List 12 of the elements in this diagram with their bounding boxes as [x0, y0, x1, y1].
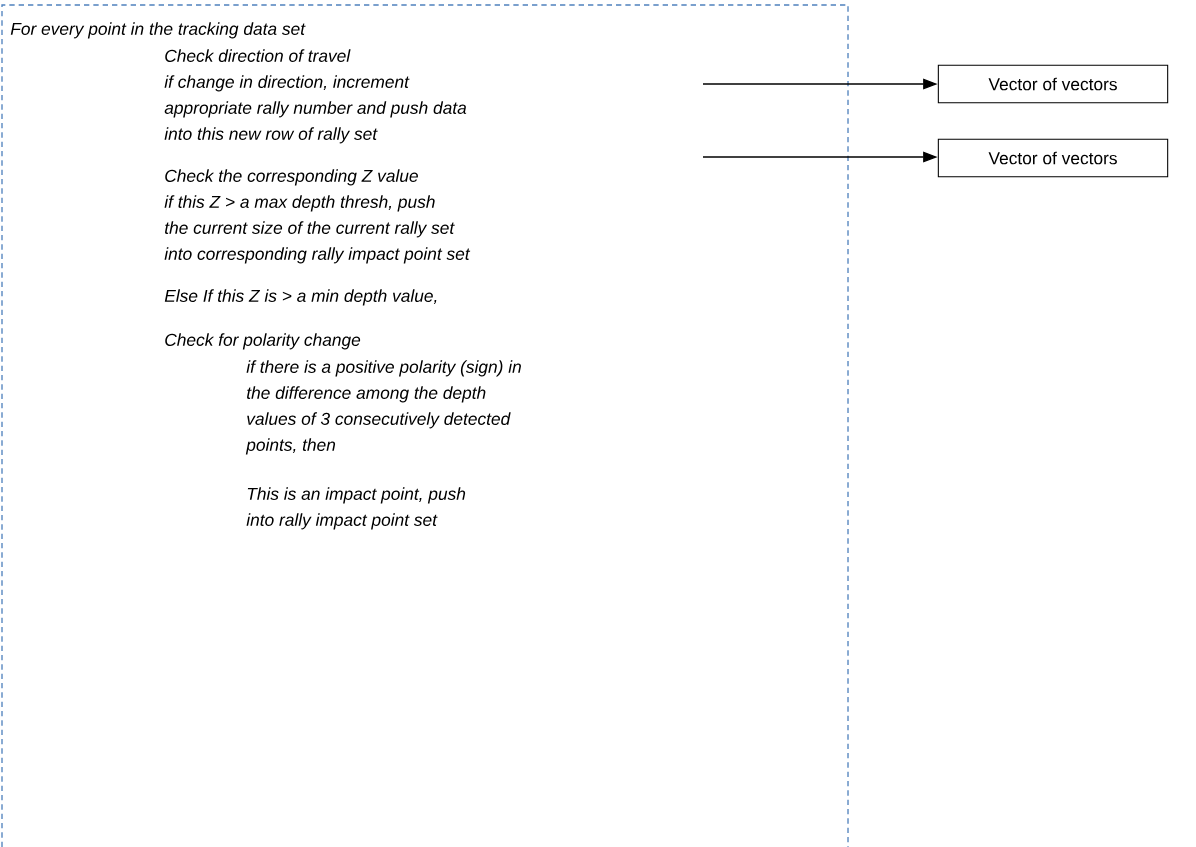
pseudocode-line: if there is a positive polarity (sign) in the difference among the depth values of 3 consecutively detected points, then: [245, 360, 521, 455]
dashed-frame: [1, 4, 849, 847]
pseudocode-line: if this Z > a max depth thresh, push the current size of the current rally set into corresponding rally impact point set: [164, 195, 471, 264]
pseudocode-line: This is an impact point, push into rally impact point set: [246, 487, 466, 530]
pseudocode-line: Check for polarity change: [165, 333, 361, 350]
pseudocode-line: if change in direction, increment appropriate rally number and push data into this new row of rally set: [164, 75, 467, 144]
pseudocode-line: Else If this Z is > a min depth value,: [164, 289, 437, 306]
pseudocode-line: For every point in the tracking data set: [10, 22, 306, 39]
output-box: Vector of vectors: [937, 64, 1169, 104]
output-box: Vector of vectors: [937, 138, 1169, 178]
pseudocode-line: Check direction of travel: [165, 49, 351, 62]
pseudocode-line: Check the corresponding Z value: [165, 169, 418, 186]
